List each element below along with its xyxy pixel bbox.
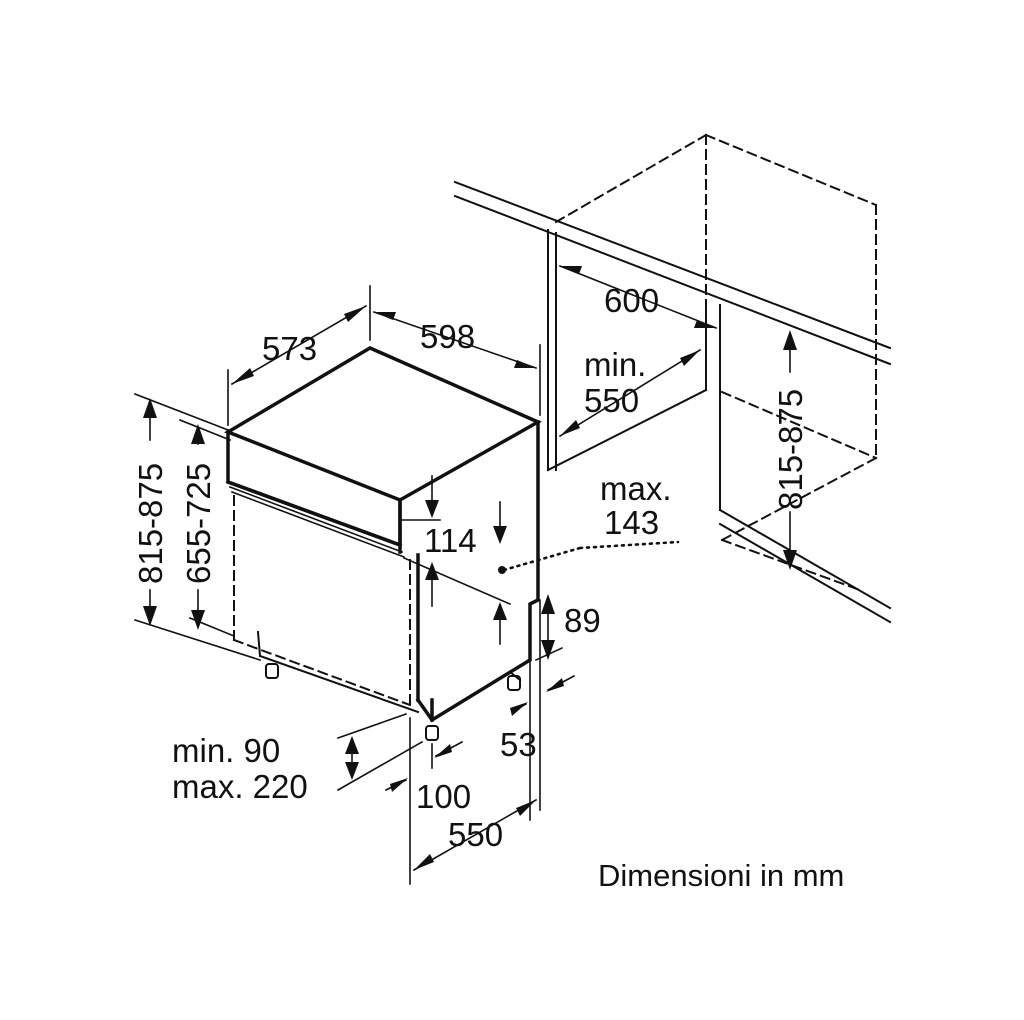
dishwasher-door-dashed xyxy=(232,495,412,707)
label-573: 573 xyxy=(262,330,317,367)
label-plinth-line2: max. 220 xyxy=(172,768,308,805)
label-max-143-line2: 143 xyxy=(604,504,659,541)
dim-right-815-875 xyxy=(783,330,797,570)
label-550-bottom: 550 xyxy=(448,816,503,853)
label-100: 100 xyxy=(416,778,471,815)
label-max-143-line1: max. xyxy=(600,470,672,507)
dim-53 xyxy=(510,649,576,821)
dim-598 xyxy=(372,310,541,416)
dim-min-550 xyxy=(558,348,702,438)
label-53: 53 xyxy=(500,726,537,763)
dim-89 xyxy=(534,594,564,662)
label-min-550-line2: 550 xyxy=(584,382,639,419)
feet xyxy=(265,663,521,741)
dishwasher-body xyxy=(224,346,542,723)
niche-cabinet-left xyxy=(546,229,708,472)
caption: Dimensioni in mm xyxy=(598,858,844,893)
dim-600 xyxy=(558,264,718,330)
niche-dashed-outline xyxy=(554,133,878,592)
dim-100 xyxy=(384,717,464,885)
label-598: 598 xyxy=(420,318,475,355)
countertop xyxy=(453,180,892,366)
dim-573 xyxy=(227,285,371,426)
label-114: 114 xyxy=(424,522,477,559)
label-plinth-line1: min. 90 xyxy=(172,732,280,769)
dim-plinth xyxy=(336,712,424,792)
dim-114 xyxy=(399,475,512,645)
dim-max-143-leader xyxy=(498,540,680,574)
dim-550-bottom xyxy=(412,599,541,872)
label-height-left-outer: 815-875 xyxy=(132,463,169,584)
dim-left-815-875 xyxy=(133,392,262,662)
label-height-left-inner: 655-725 xyxy=(180,463,217,584)
dim-left-655-725 xyxy=(178,418,236,638)
label-min-550-line1: min. xyxy=(584,346,646,383)
label-89: 89 xyxy=(564,602,601,639)
label-600: 600 xyxy=(604,282,659,319)
label-height-right: 815-875 xyxy=(772,389,809,510)
